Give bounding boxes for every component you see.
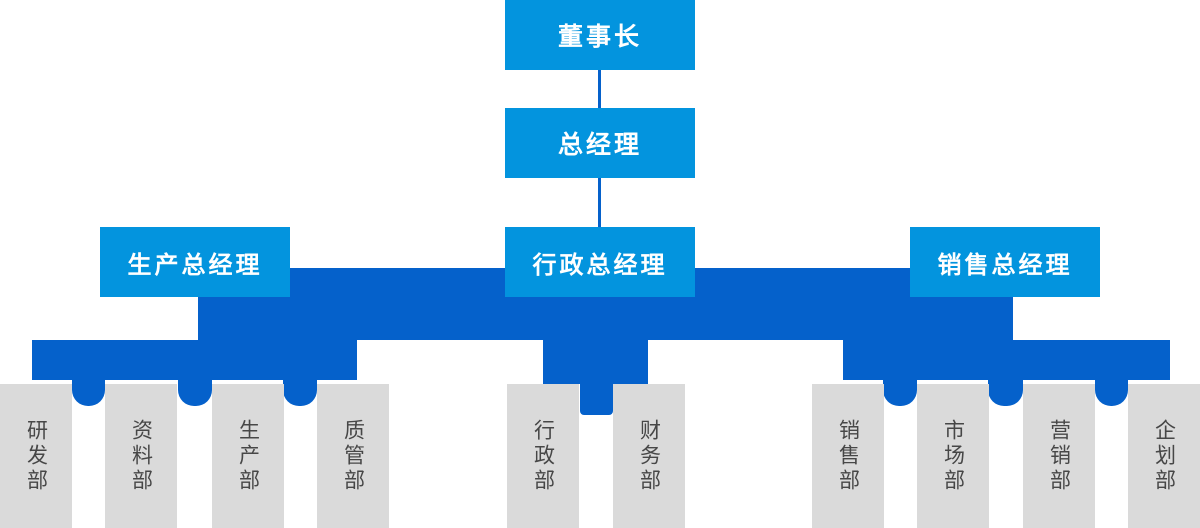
connector-drop [72,340,105,406]
production-dept-label: 生产部 [236,418,260,494]
admin-gm-box: 行政总经理 [505,227,695,297]
documentation-dept-label: 资料部 [129,418,153,494]
planning-dept-label: 企划部 [1152,418,1176,494]
documentation-dept-box: 资料部 [105,384,177,528]
connector-chairman-gm [598,70,601,109]
connector-drop [883,340,917,406]
finance-dept-label: 财务部 [637,418,661,494]
quality-dept-box: 质管部 [317,384,389,528]
connector-drop [1095,340,1128,406]
general-manager-box: 总经理 [505,108,695,178]
sales-dept-box: 销售部 [812,384,884,528]
connector-drop [988,340,1023,406]
research-dept-label: 研发部 [24,418,48,494]
chairman-box: 董事长 [505,0,695,70]
marketing-dept-label: 营销部 [1047,418,1071,494]
research-dept-box: 研发部 [0,384,72,528]
quality-dept-label: 质管部 [341,418,365,494]
finance-dept-box: 财务部 [613,384,685,528]
sales-gm-box: 销售总经理 [910,227,1100,297]
admin-dept-label: 行政部 [531,418,555,494]
connector-drop [283,340,317,406]
connector-admin-drop [580,340,613,415]
sales-dept-label: 销售部 [836,418,860,494]
admin-dept-box: 行政部 [507,384,579,528]
connector-gm-executives [598,177,601,228]
production-gm-box: 生产总经理 [100,227,290,297]
production-dept-box: 生产部 [212,384,284,528]
planning-dept-box: 企划部 [1128,384,1200,528]
connector-drop [178,340,212,406]
marketing-dept-box: 营销部 [1023,384,1095,528]
market-dept-label: 市场部 [941,418,965,494]
market-dept-box: 市场部 [917,384,989,528]
